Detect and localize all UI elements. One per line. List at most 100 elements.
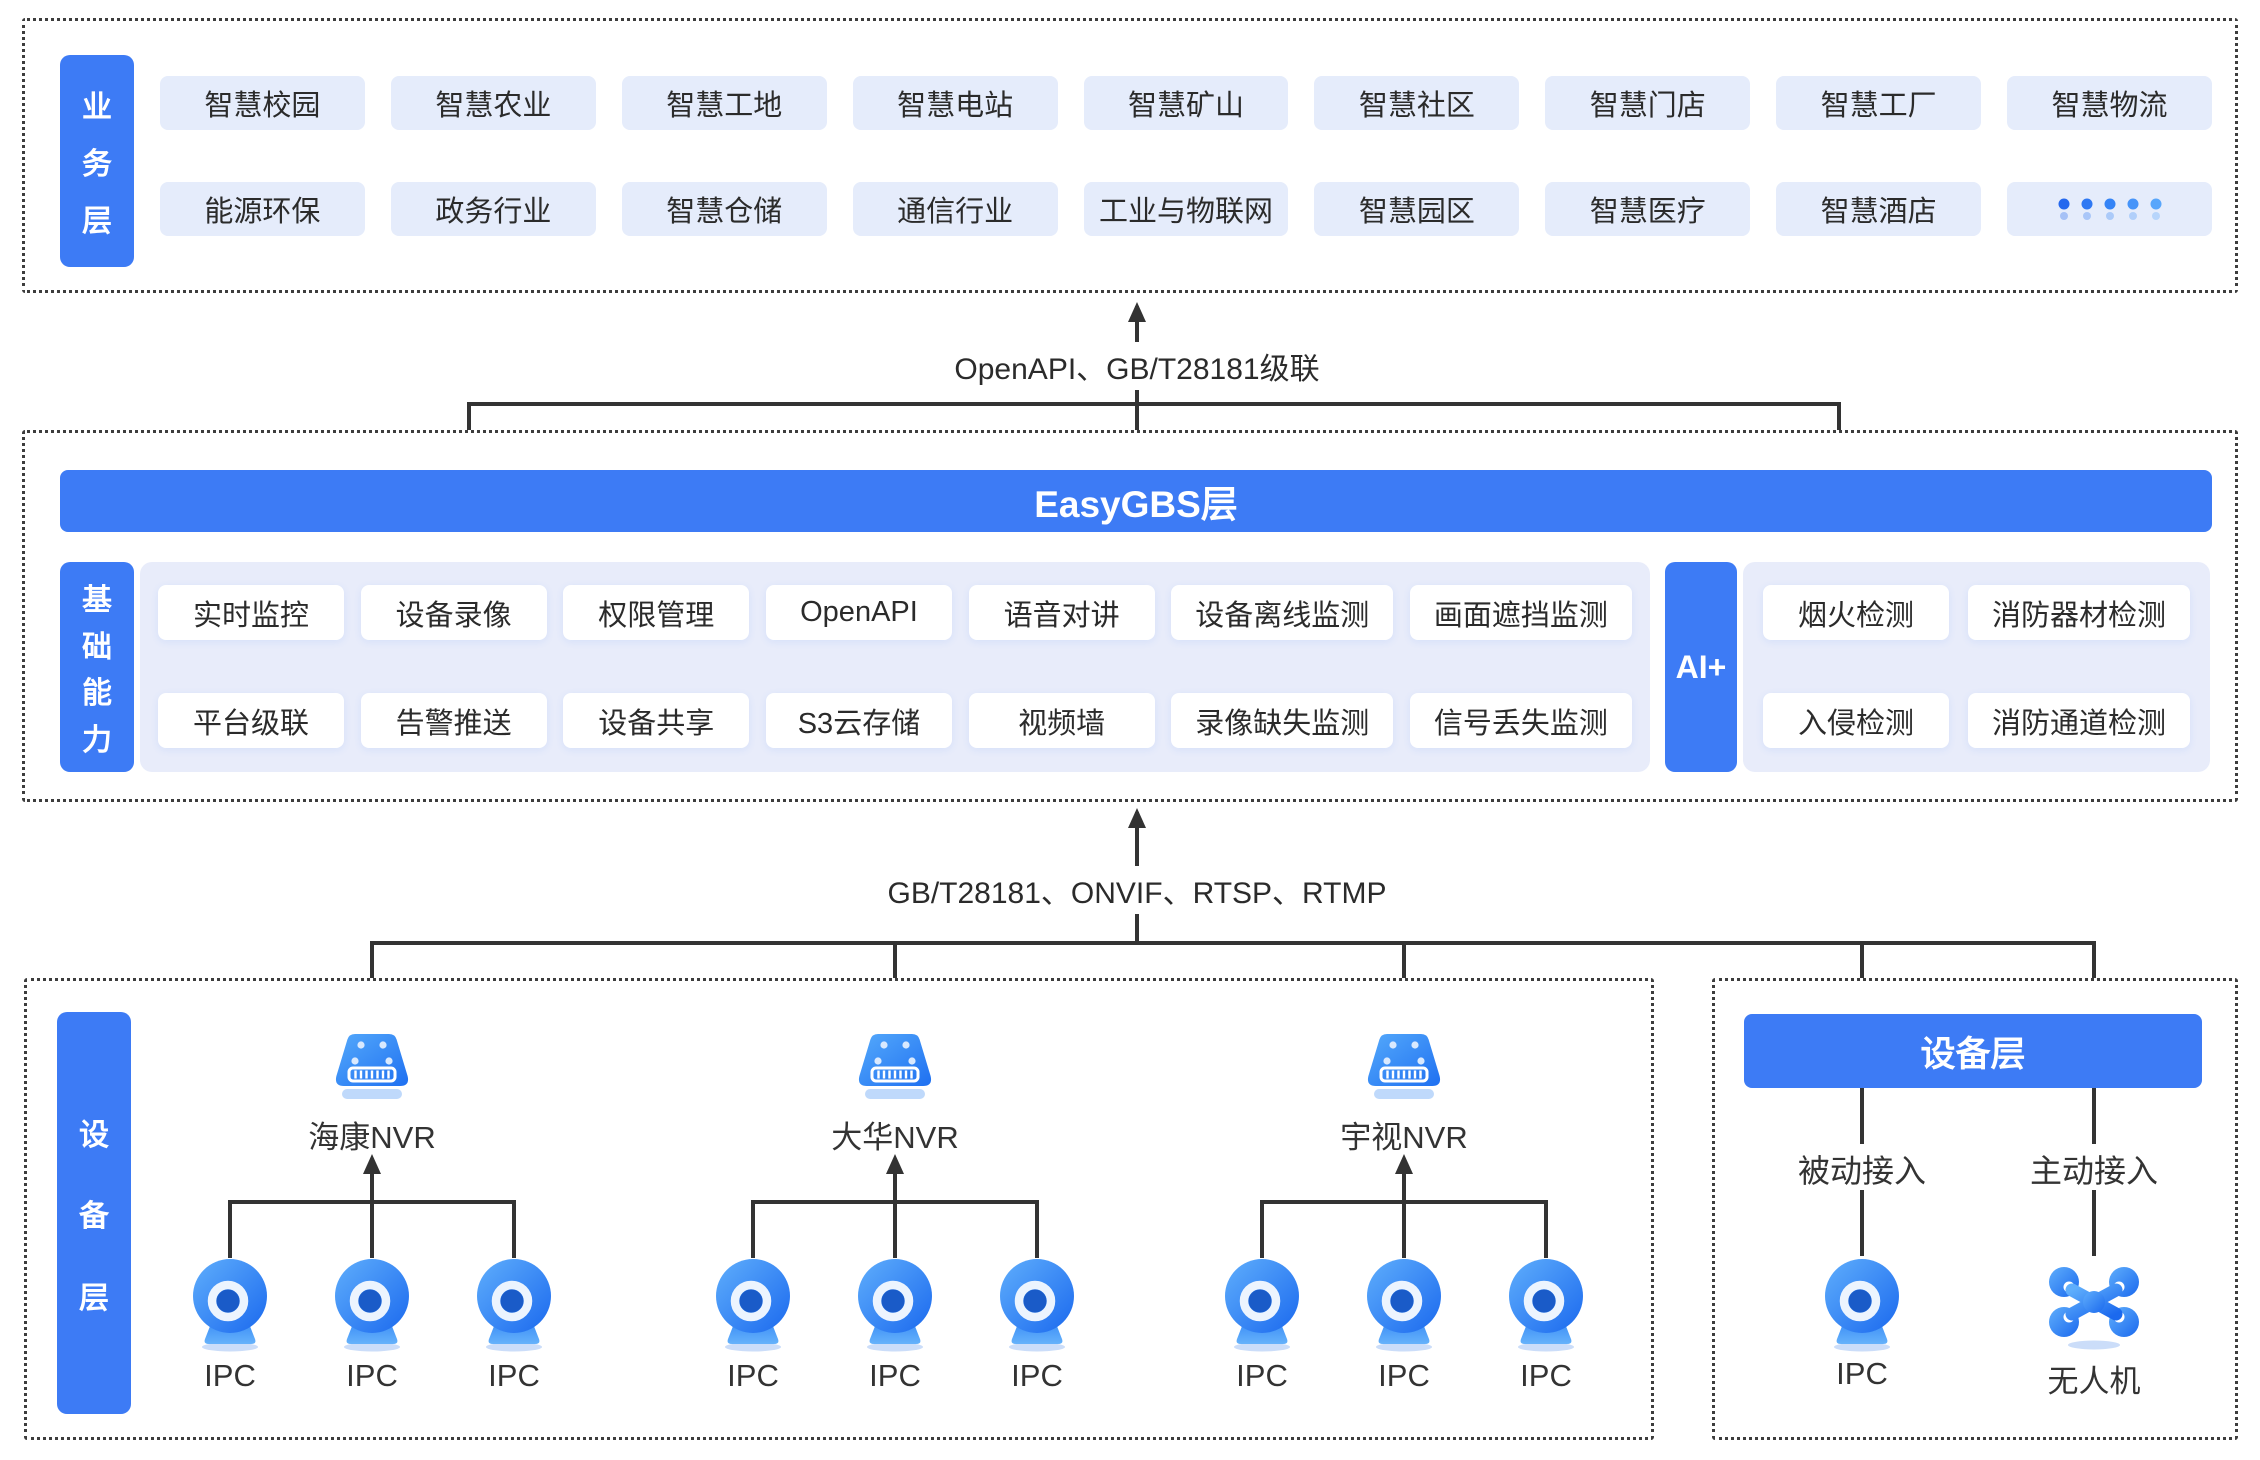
industry-chip: 智慧仓储 xyxy=(621,182,827,236)
nvr-name: 宇视NVR xyxy=(1340,1120,1468,1155)
ipc-label: IPC xyxy=(727,1358,779,1393)
industry-chip: 智慧医疗 xyxy=(1545,182,1751,236)
ipc-camera-icon xyxy=(1498,1256,1594,1352)
group-stub-line xyxy=(512,1200,516,1258)
group-stub-line xyxy=(1260,1200,1264,1258)
ipc-camera-icon xyxy=(182,1256,278,1352)
easygbs-title-bar: EasyGBS层 xyxy=(60,470,2212,532)
bottom-link-label: GB/T28181、ONVIF、RTSP、RTMP xyxy=(871,866,1403,914)
group-stub-line xyxy=(228,1200,232,1258)
group-arrow-line xyxy=(1402,1173,1406,1258)
capability-chip: 设备离线监测 xyxy=(1171,585,1394,640)
group-stub-line xyxy=(1035,1200,1039,1258)
business-layer-box: 业 务 层 智慧校园 智慧农业 智慧工地 智慧电站 智慧矿山 智慧社区 智慧门店… xyxy=(22,18,2238,293)
nvr-icon xyxy=(1360,1028,1448,1102)
top-link-label: OpenAPI、GB/T28181级联 xyxy=(938,342,1336,390)
ipc-camera-icon xyxy=(705,1256,801,1352)
ipc-camera-icon xyxy=(1356,1256,1452,1352)
nvr-icon xyxy=(851,1028,939,1102)
ipc-camera-icon xyxy=(989,1256,1085,1352)
nvr-name: 海康NVR xyxy=(308,1120,436,1155)
ipc-camera-icon xyxy=(466,1256,562,1352)
access-panel-title-bar: 设备层 xyxy=(1744,1014,2202,1088)
business-layer-label-char: 务 xyxy=(82,148,112,181)
capability-chip: 设备录像 xyxy=(360,585,547,640)
industry-chip: 政务行业 xyxy=(390,182,596,236)
group-stub-line xyxy=(751,1200,755,1258)
group-bracket-line xyxy=(228,1200,516,1204)
ai-chip: 消防通道检测 xyxy=(1968,693,2190,748)
basic-capability-char: 基 xyxy=(82,583,112,617)
easygbs-title: EasyGBS层 xyxy=(1034,484,1238,525)
capability-chip: 告警推送 xyxy=(360,693,547,748)
drone-icon xyxy=(2042,1258,2146,1350)
basic-capability-char: 础 xyxy=(82,630,112,664)
access-column-active: 主动接入 无人机 xyxy=(2004,1088,2184,1428)
industry-chip: 智慧社区 xyxy=(1314,76,1520,130)
access-mode-label: 被动接入 xyxy=(1797,1153,1926,1189)
nvr-group-dahua: 大华NVR xyxy=(705,1028,1085,1408)
group-stub-line xyxy=(1544,1200,1548,1258)
access-device-label: IPC xyxy=(1836,1356,1888,1391)
ipc-camera-icon xyxy=(324,1256,420,1352)
bottom-arrowhead-icon xyxy=(1128,808,1146,828)
group-bracket-line xyxy=(1260,1200,1548,1204)
capability-chip: 设备共享 xyxy=(563,693,750,748)
industry-chip: 智慧门店 xyxy=(1545,76,1751,130)
basic-capability-char: 能 xyxy=(82,677,112,711)
capability-chip: 权限管理 xyxy=(563,585,750,640)
ipc-camera-icon xyxy=(1814,1256,1910,1352)
industry-chip: 智慧物流 xyxy=(2007,76,2212,130)
ipc-label: IPC xyxy=(488,1358,540,1393)
ai-plus-text: AI+ xyxy=(1675,648,1727,685)
industry-chip: 智慧园区 xyxy=(1314,182,1520,236)
group-arrowhead-icon xyxy=(363,1154,381,1174)
ai-capability-panel: 烟火检测 消防器材检测 入侵检测 消防通道检测 xyxy=(1743,562,2210,772)
capability-chip: 平台级联 xyxy=(158,693,344,748)
device-layer-char: 备 xyxy=(79,1200,109,1233)
access-panel-title: 设备层 xyxy=(1920,1034,2026,1074)
capability-chip: 画面遮挡监测 xyxy=(1409,585,1632,640)
ai-chip: 入侵检测 xyxy=(1763,693,1949,748)
ipc-label: IPC xyxy=(1520,1358,1572,1393)
ipc-camera-icon xyxy=(1214,1256,1310,1352)
easygbs-layer-box: EasyGBS层 基 础 能 力 实时监控 设备录像 权限管理 OpenAPI … xyxy=(22,430,2238,802)
top-arrowhead-icon xyxy=(1128,302,1146,322)
business-layer-label-char: 业 xyxy=(82,91,112,124)
basic-capability-char: 力 xyxy=(82,724,112,758)
access-mode-label: 主动接入 xyxy=(2029,1153,2158,1189)
access-line xyxy=(2092,1088,2096,1144)
nvr-name: 大华NVR xyxy=(831,1120,959,1155)
device-layer-char: 层 xyxy=(79,1281,109,1315)
basic-capability-panel: 实时监控 设备录像 权限管理 OpenAPI 语音对讲 设备离线监测 画面遮挡监… xyxy=(140,562,1650,772)
ai-chip: 烟火检测 xyxy=(1763,585,1949,640)
capability-chip: OpenAPI xyxy=(765,585,952,640)
industry-chip: 智慧农业 xyxy=(390,76,596,130)
capability-chip: S3云存储 xyxy=(765,693,952,748)
access-line xyxy=(2092,1190,2096,1256)
group-arrowhead-icon xyxy=(886,1154,904,1174)
device-layer-char: 设 xyxy=(79,1118,109,1152)
device-layer-label: 设 备 层 xyxy=(57,1012,131,1414)
top-bracket-horizontal-line xyxy=(467,402,1841,406)
capability-chip: 视频墙 xyxy=(968,693,1155,748)
industry-chip: 智慧电站 xyxy=(852,76,1058,130)
business-chip-grid: 智慧校园 智慧农业 智慧工地 智慧电站 智慧矿山 智慧社区 智慧门店 智慧工厂 … xyxy=(160,76,2212,236)
group-bracket-line xyxy=(751,1200,1039,1204)
ipc-label: IPC xyxy=(1378,1358,1430,1393)
nvr-group-hikvision: 海康NVR xyxy=(182,1028,562,1408)
industry-chip: 智慧校园 xyxy=(160,76,365,130)
ipc-label: IPC xyxy=(346,1358,398,1393)
ipc-label: IPC xyxy=(869,1358,921,1393)
access-line xyxy=(1860,1190,1864,1256)
access-line xyxy=(1860,1088,1864,1144)
group-arrow-line xyxy=(370,1173,374,1258)
access-panel-box: 设备层 xyxy=(1712,978,2238,1440)
ipc-label: IPC xyxy=(204,1358,256,1393)
industry-chip: 智慧工厂 xyxy=(1776,76,1982,130)
industry-chip: 通信行业 xyxy=(852,182,1058,236)
industry-chip: 智慧工地 xyxy=(621,76,827,130)
business-layer-label: 业 务 层 xyxy=(60,55,134,267)
nvr-icon xyxy=(328,1028,416,1102)
